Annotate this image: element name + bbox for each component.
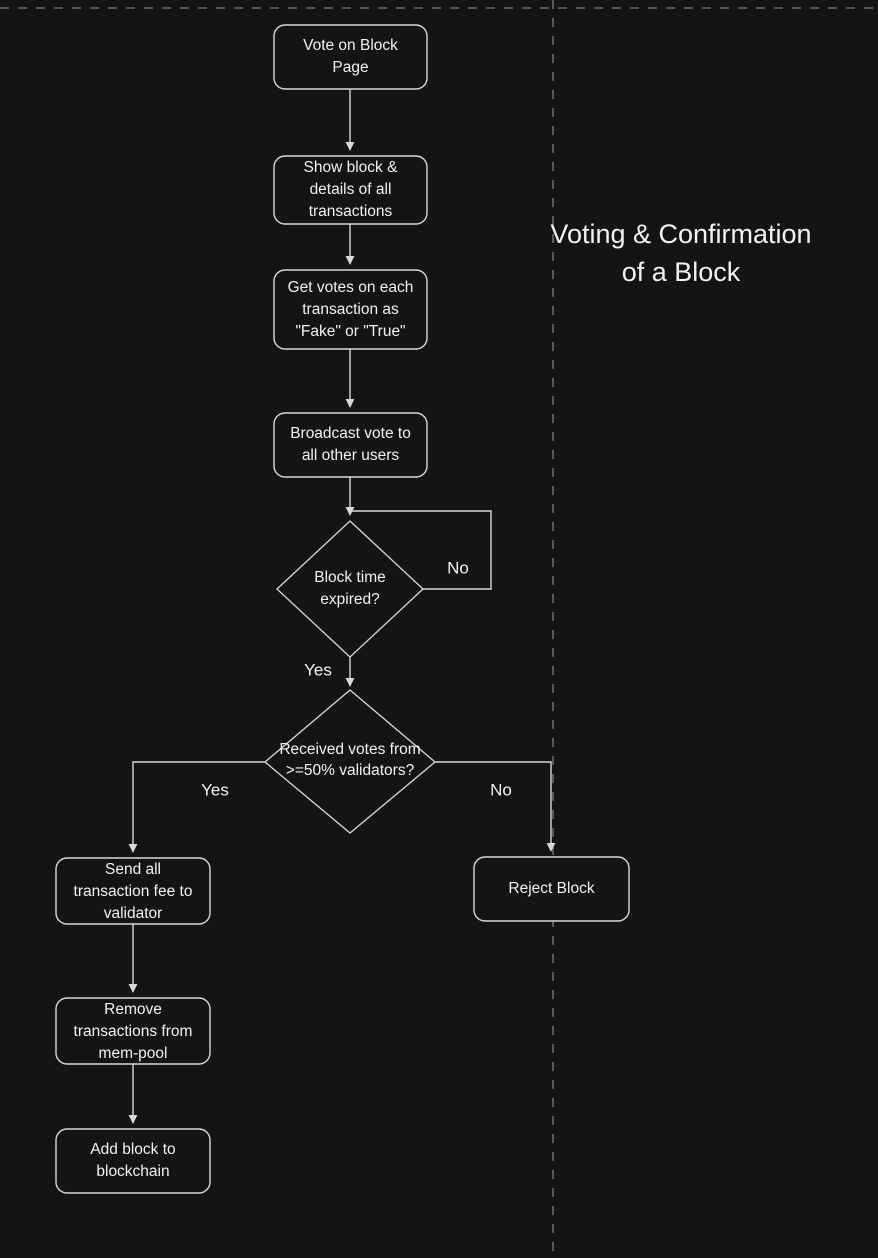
node-block-time-expired-line-2: expired?: [320, 591, 380, 608]
node-reject-block-box[interactable]: [473, 856, 630, 922]
node-remove-transactions-line-1: Remove: [104, 1001, 162, 1018]
node-block-time-expired-diamond[interactable]: [276, 520, 424, 658]
edge-votes-no: [435, 761, 556, 852]
node-remove-transactions-line-3: mem-pool: [99, 1045, 168, 1062]
diagram-title: Voting & Confirmation of a Block: [550, 219, 811, 287]
node-broadcast-vote-line-1: Broadcast vote to: [290, 425, 411, 442]
node-received-votes-diamond[interactable]: [263, 689, 437, 834]
node-send-fee-line-2: transaction fee to: [74, 883, 193, 900]
node-received-votes-line-2: >=50% validators?: [286, 762, 415, 779]
edge-label-votes-yes: Yes: [201, 780, 229, 799]
node-get-votes-line-2: transaction as: [302, 301, 399, 318]
flow-edge-labels: No Yes Yes No: [201, 558, 512, 799]
node-vote-on-block-page-line-2: Page: [332, 59, 368, 76]
node-send-fee-line-1: Send all: [105, 861, 161, 878]
node-broadcast-vote-box[interactable]: [273, 412, 428, 478]
edge-label-blocktime-no: No: [447, 558, 469, 577]
node-add-block-line-2: blockchain: [96, 1163, 169, 1180]
node-send-fee-box[interactable]: [55, 857, 211, 925]
node-received-votes-line-1: Received votes from: [279, 741, 420, 758]
node-broadcast-vote[interactable]: Broadcast vote to all other users: [273, 412, 428, 478]
node-get-votes-line-1: Get votes on each: [288, 279, 414, 296]
node-vote-on-block-page-line-1: Vote on Block: [303, 37, 398, 54]
node-reject-block-label: Reject Block: [508, 880, 594, 897]
edge-votes-yes: [128, 761, 265, 853]
node-block-time-expired-line-1: Block time: [314, 569, 386, 586]
node-get-votes-box[interactable]: [273, 269, 428, 350]
node-add-block-box[interactable]: [55, 1128, 211, 1194]
edge-blocktime-no-loop: [352, 510, 492, 590]
node-show-block-details[interactable]: Show block & details of all transactions: [273, 155, 428, 225]
node-remove-transactions[interactable]: Remove transactions from mem-pool: [55, 997, 211, 1065]
node-get-votes[interactable]: Get votes on each transaction as "Fake" …: [273, 269, 428, 350]
node-vote-on-block-page-box[interactable]: [273, 24, 428, 90]
node-send-fee-line-3: validator: [104, 905, 163, 922]
node-add-block[interactable]: Add block to blockchain: [55, 1128, 211, 1194]
node-remove-transactions-line-2: transactions from: [74, 1023, 193, 1040]
node-vote-on-block-page[interactable]: Vote on Block Page: [273, 24, 428, 90]
node-broadcast-vote-line-2: all other users: [302, 447, 400, 464]
node-add-block-line-1: Add block to: [90, 1141, 175, 1158]
edge-label-blocktime-yes: Yes: [304, 660, 332, 679]
node-show-block-details-box[interactable]: [273, 155, 428, 225]
node-send-fee[interactable]: Send all transaction fee to validator: [55, 857, 211, 925]
flow-edges: [128, 89, 556, 1124]
node-show-block-details-line-1: Show block &: [304, 159, 399, 176]
node-remove-transactions-box[interactable]: [55, 997, 211, 1065]
diagram-title-line-1: Voting & Confirmation: [550, 219, 811, 249]
node-show-block-details-line-2: details of all: [310, 181, 392, 198]
node-block-time-expired[interactable]: Block time expired?: [276, 520, 424, 658]
node-received-votes[interactable]: Received votes from >=50% validators?: [263, 689, 437, 834]
diagram-title-line-2: of a Block: [622, 257, 741, 287]
node-reject-block[interactable]: Reject Block: [473, 856, 630, 922]
node-get-votes-line-3: "Fake" or "True": [295, 323, 405, 340]
edge-label-votes-no: No: [490, 780, 512, 799]
node-show-block-details-line-3: transactions: [309, 203, 393, 220]
